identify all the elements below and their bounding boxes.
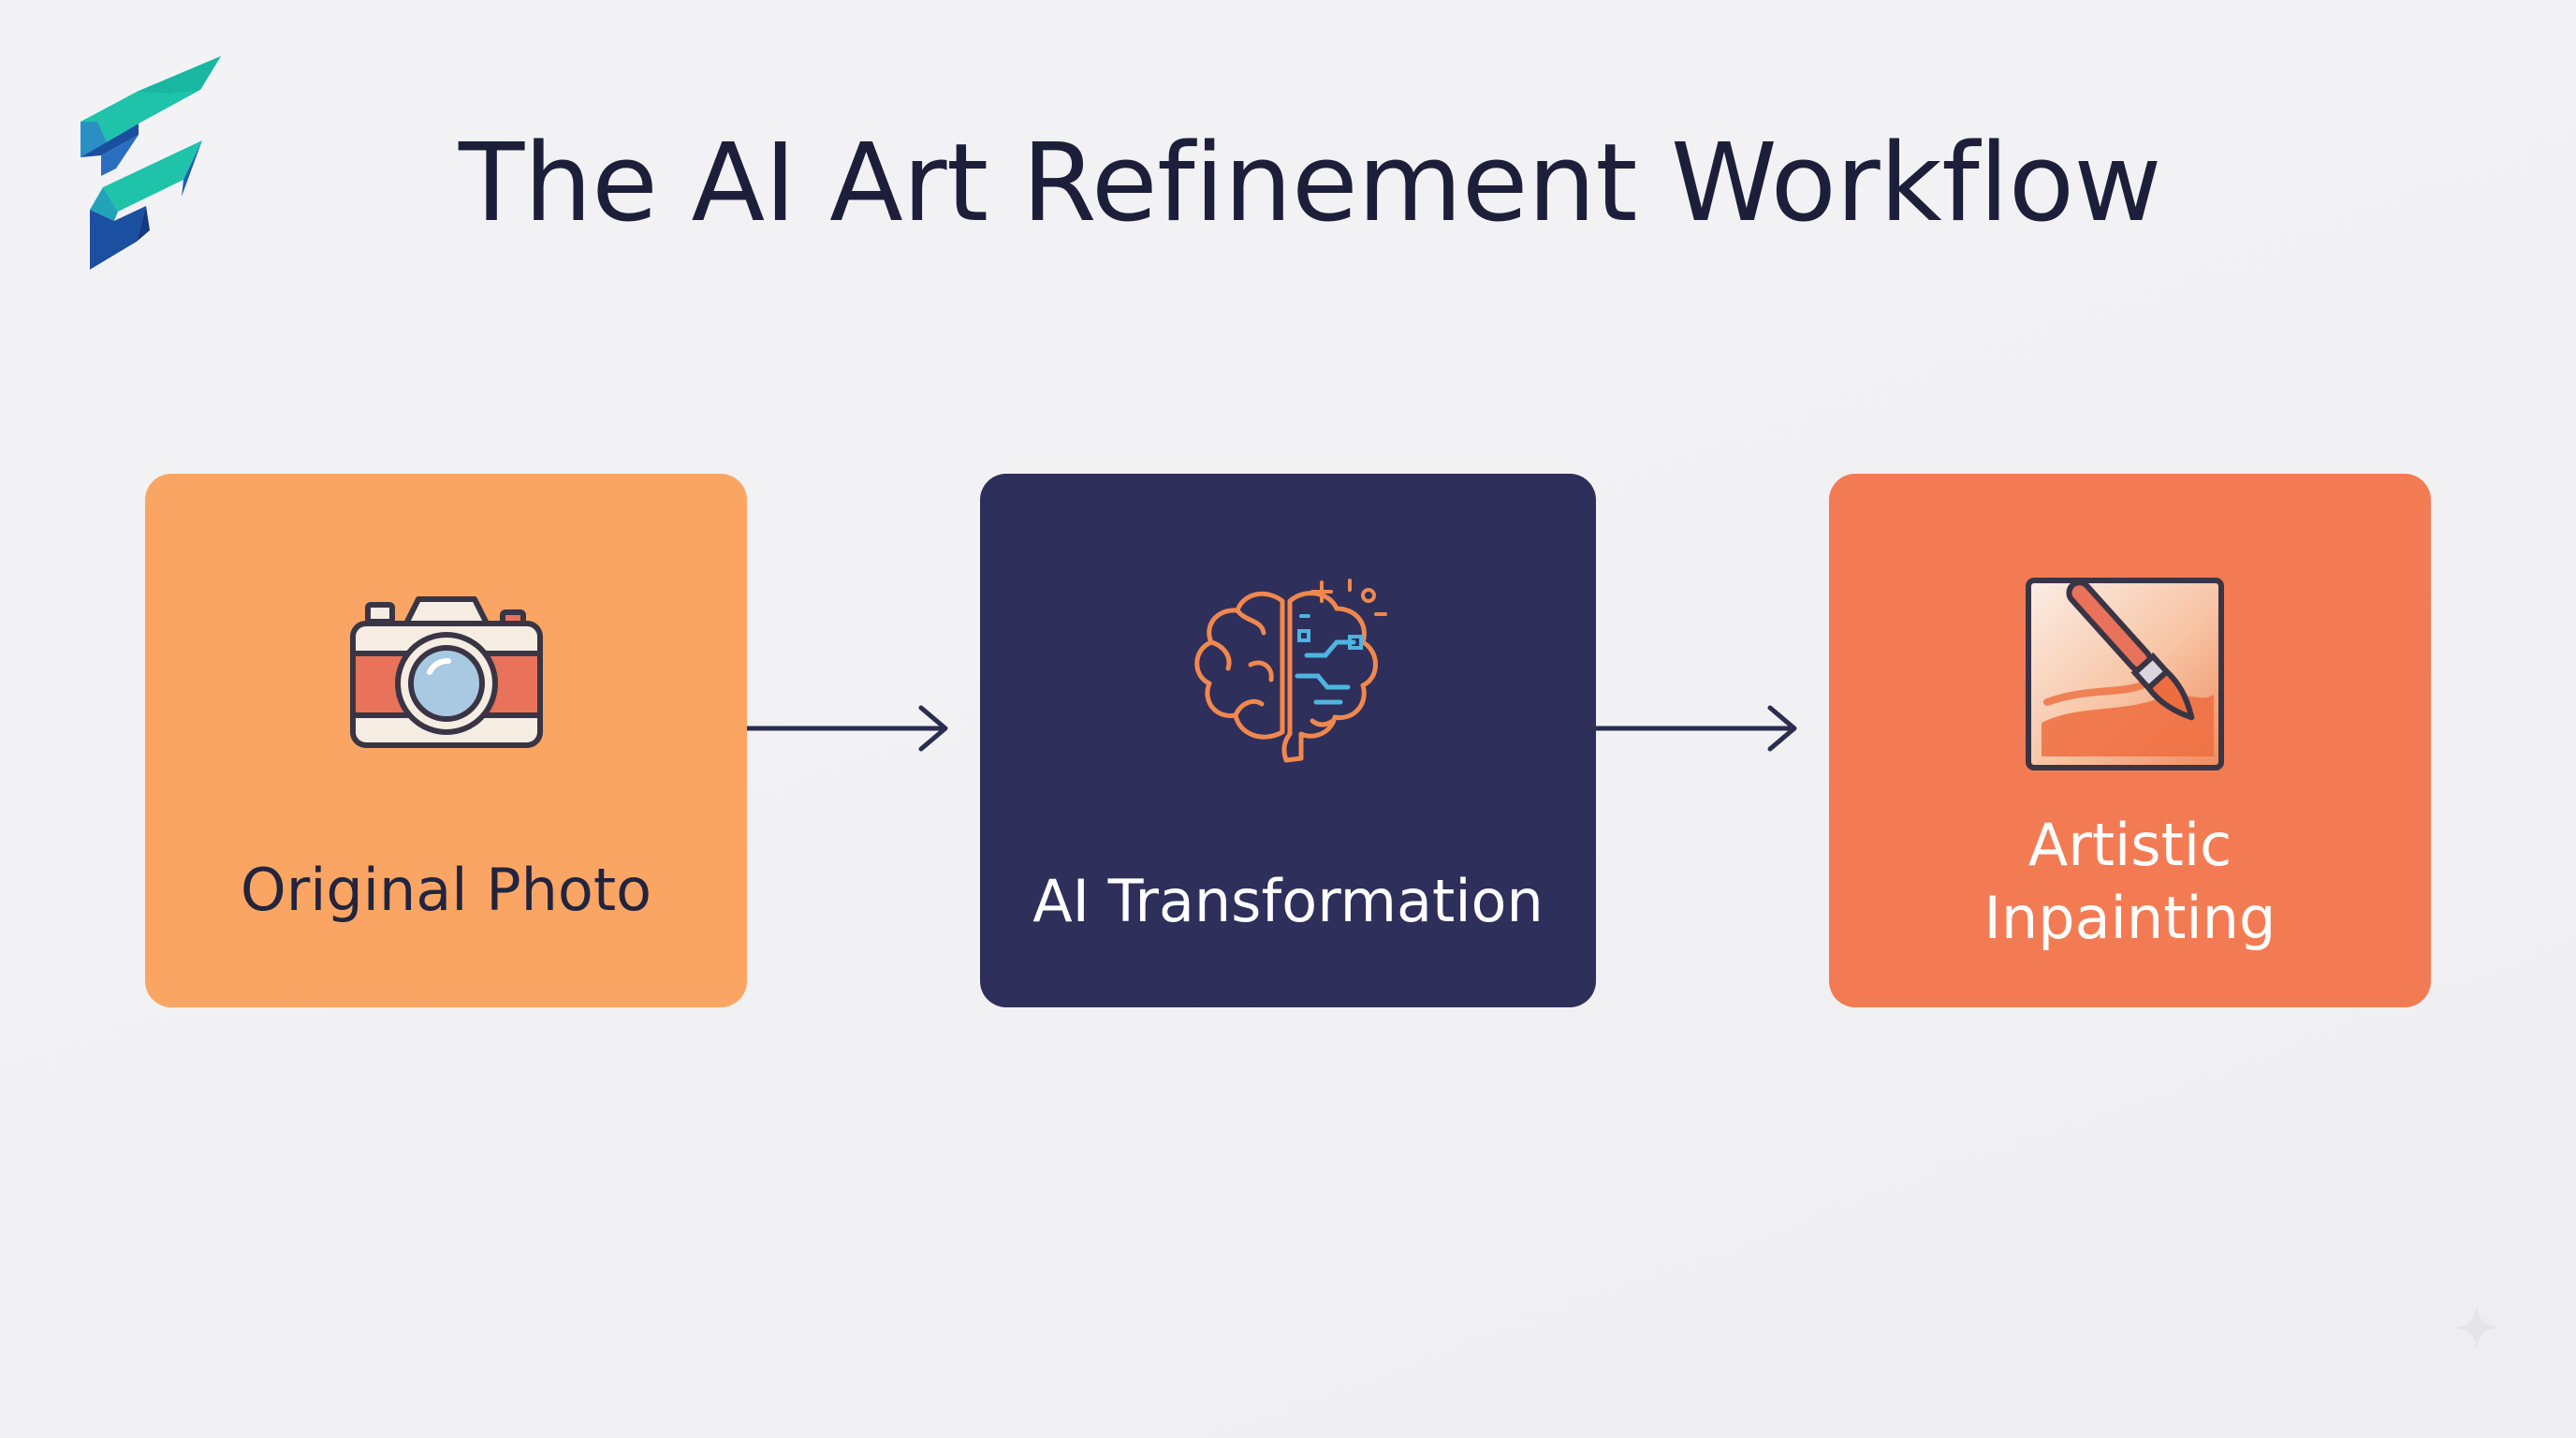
step-label-line: Inpainting [1983, 884, 2276, 952]
step-card-ai-transformation: AI Transformation [980, 474, 1596, 1007]
sparkle-icon [2454, 1305, 2499, 1350]
step-label: Artistic Inpainting [1829, 809, 2431, 955]
step-label: Original Photo [240, 856, 652, 924]
camera-icon [349, 596, 543, 748]
step-label-line: Artistic [2027, 811, 2232, 879]
brain-circuit-icon [1194, 579, 1387, 763]
page-title: The AI Art Refinement Workflow [459, 121, 2162, 246]
brand-logo [80, 56, 221, 270]
step-card-artistic-inpainting: Artistic Inpainting [1829, 474, 2431, 1007]
arrow-right-icon [747, 705, 948, 752]
paintbrush-canvas-icon [2025, 578, 2224, 770]
step-card-original-photo: Original Photo [145, 474, 747, 1007]
step-label: AI Transformation [1032, 867, 1544, 935]
arrow-right-icon [1596, 705, 1797, 752]
